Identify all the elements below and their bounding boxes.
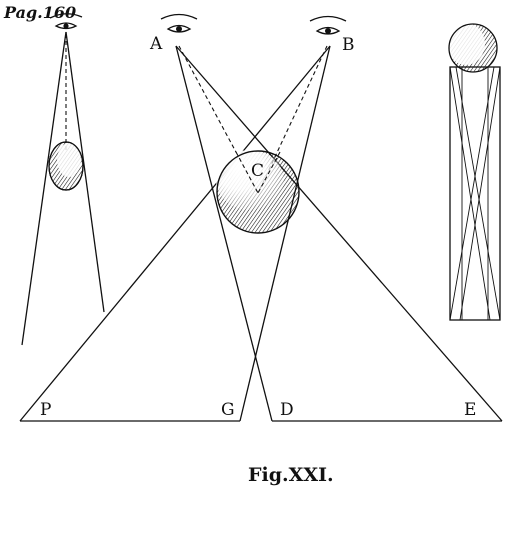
figure-label: Fig.XXI. [248, 464, 334, 486]
label-b: B [342, 35, 355, 55]
line-b-g [239, 45, 331, 422]
right-cone-line [65, 31, 105, 313]
center-figure: A B C P G D E [19, 13, 503, 422]
right-rectangle [449, 66, 501, 321]
top-sphere [447, 23, 498, 73]
large-sphere [216, 150, 300, 234]
line-a-d [175, 45, 273, 422]
page-label: Pag.160 [3, 3, 76, 22]
left-cone-line [21, 31, 67, 346]
eye-icon [160, 13, 198, 33]
label-p: P [40, 400, 51, 420]
line-b-p [19, 45, 331, 422]
right-figure [447, 23, 501, 321]
label-c: C [251, 161, 264, 181]
label-e: E [464, 400, 476, 420]
label-a: A [149, 34, 163, 54]
label-d: D [280, 400, 294, 420]
line-a-e [175, 45, 503, 422]
label-g: G [221, 400, 235, 420]
eye-icon [49, 13, 83, 30]
small-sphere [48, 141, 84, 191]
left-figure [21, 13, 105, 346]
eye-icon [309, 15, 347, 35]
